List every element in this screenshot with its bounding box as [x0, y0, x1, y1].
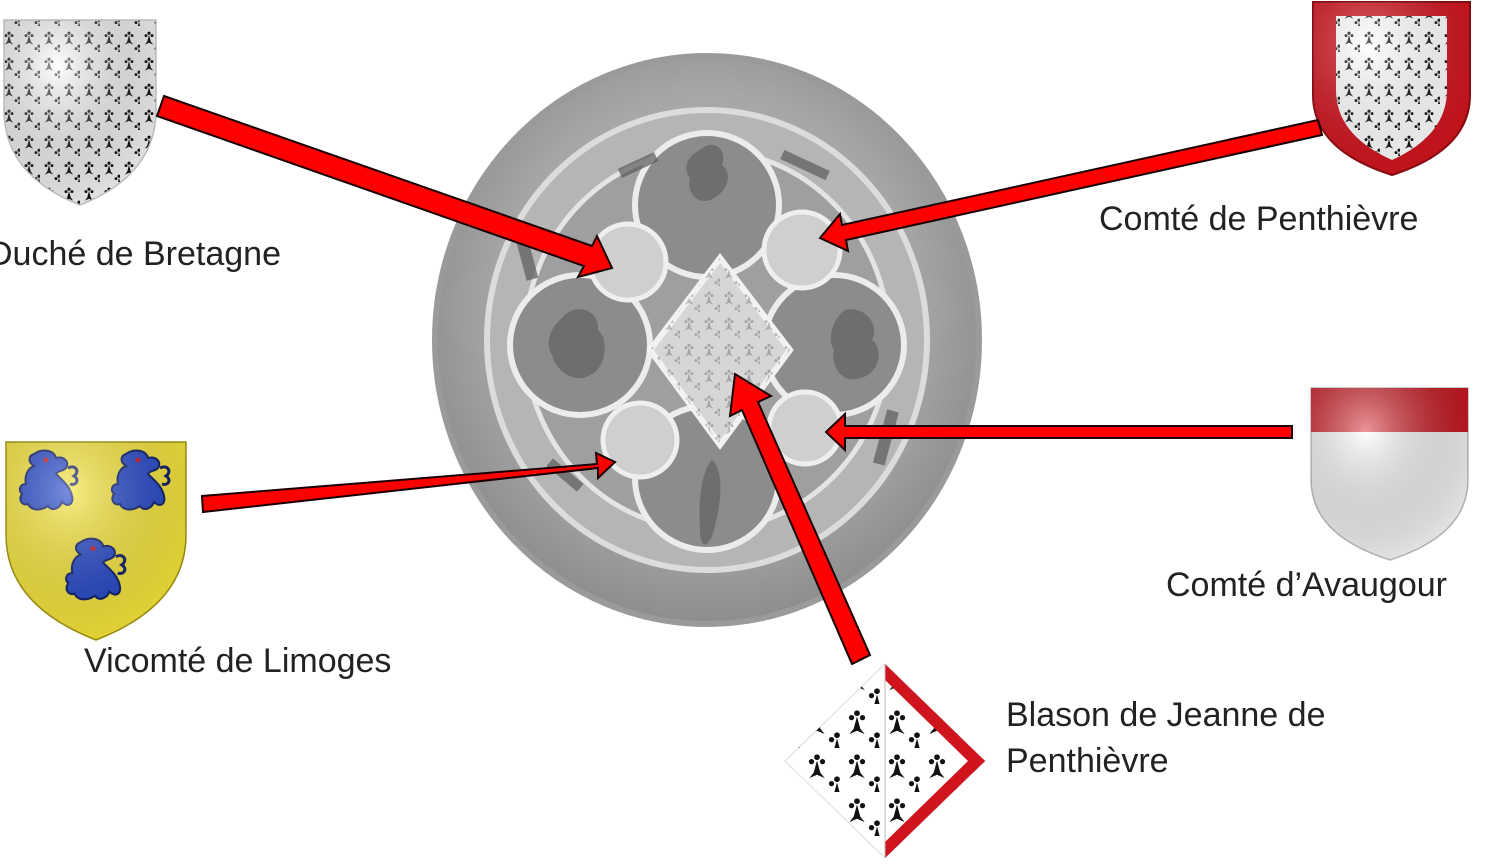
- shield-bretagne-icon: [3, 19, 157, 206]
- arrow-bretagne: [155, 94, 614, 279]
- arrow-avaugour: [824, 411, 1293, 453]
- arrow-jeanne: [728, 372, 872, 666]
- lozenge-jeanne-icon: [784, 663, 986, 859]
- label-duche-de-bretagne: Duché de Bretagne: [0, 235, 281, 273]
- shield-limoges-icon: [5, 441, 187, 641]
- label-blason-jeanne-line2: Penthièvre: [1006, 742, 1169, 780]
- arrow-limoges: [200, 451, 617, 514]
- label-comte-davaugour: Comté d’Avaugour: [1166, 566, 1447, 604]
- label-blason-jeanne: Blason de Jeanne de Penthièvre: [1006, 692, 1325, 784]
- shield-avaugour-icon: [1310, 387, 1469, 561]
- label-blason-jeanne-line1: Blason de Jeanne de: [1006, 696, 1326, 734]
- label-vicomte-de-limoges: Vicomté de Limoges: [84, 642, 392, 680]
- arrow-penthievre: [818, 118, 1324, 253]
- label-comte-de-penthievre: Comté de Penthièvre: [1099, 200, 1419, 238]
- shield-penthievre-icon: [1312, 1, 1471, 177]
- arrows: [155, 94, 1324, 666]
- seal-image: [432, 53, 982, 627]
